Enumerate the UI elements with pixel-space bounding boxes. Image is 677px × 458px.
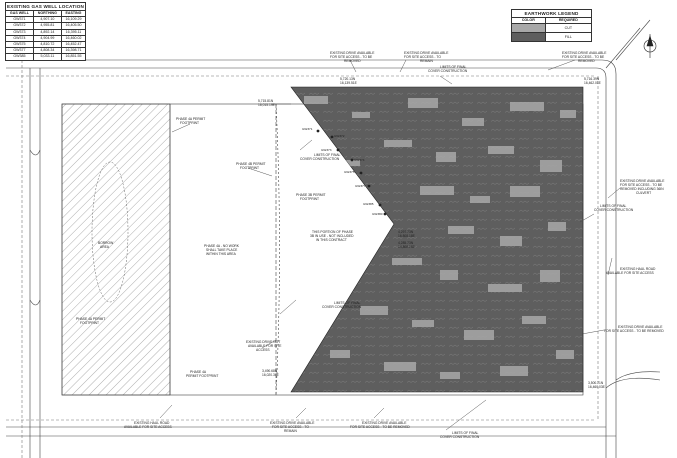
table-cell: 16,109.29	[60, 16, 87, 24]
leader-lines	[159, 59, 621, 431]
well-label: GW373	[321, 148, 332, 152]
north-arrow-icon	[643, 34, 657, 58]
earthwork-legend: EARTHWORK LEGEND COLOR REQUIRED CUT FILL	[511, 9, 593, 43]
column-header: REQUIRED	[544, 16, 593, 25]
table-cell: 16,398.71	[60, 47, 87, 55]
table-cell: 16,851.55	[60, 53, 87, 61]
legend-row: CUT	[511, 23, 593, 34]
legend-swatch	[511, 32, 546, 43]
legend-label: CUT	[544, 23, 593, 34]
table-cell: 16,452.47	[60, 40, 87, 49]
legend-title: EARTHWORK LEGEND	[511, 9, 592, 18]
column-header: EASTING	[60, 9, 87, 18]
gas-well-markers	[316, 129, 387, 216]
well-label: GW372	[334, 134, 345, 138]
table-cell: 16,460.02	[60, 34, 87, 43]
well-label: GW371	[302, 127, 313, 131]
table-cell: GW385	[5, 53, 34, 61]
table-cell: 16,395.11	[60, 28, 87, 36]
well-label: GW375	[344, 170, 355, 174]
legend-swatch	[511, 23, 546, 34]
gas-well-table-title: EXISTING GAS WELL LOCATION	[5, 2, 86, 11]
legend-row: FILL	[511, 32, 593, 43]
legend-label: FILL	[544, 32, 593, 43]
well-label: GW374	[354, 158, 365, 162]
phase-4a-hatched-area	[61, 103, 171, 396]
well-label: GW377	[355, 184, 366, 188]
table-cell: 16,405.50	[60, 22, 87, 30]
table-cell: 5,033.11	[32, 53, 62, 61]
gas-well-labels: GW371 GW372 GW373 GW374 GW375 GW377 GW38…	[302, 127, 383, 216]
borrow-area-outline	[91, 161, 129, 303]
gas-well-table: EXISTING GAS WELL LOCATION GAS WELL NORT…	[5, 2, 87, 61]
cut-patches	[304, 96, 576, 379]
well-label: GW380	[372, 212, 383, 216]
well-label: GW385	[363, 202, 374, 206]
fill-region	[290, 86, 584, 393]
perimeter-road	[6, 19, 661, 458]
